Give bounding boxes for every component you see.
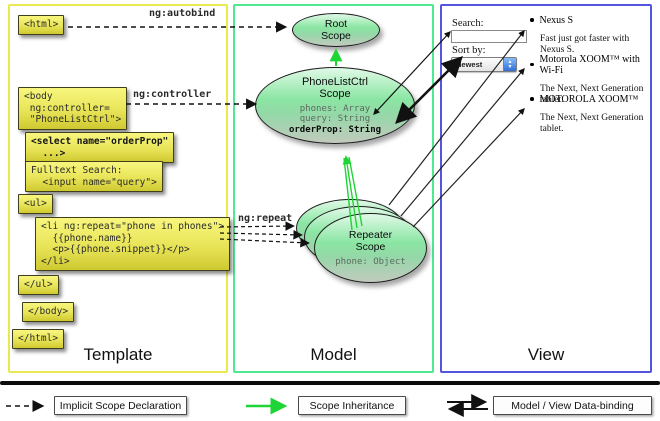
phone-desc: The Next, Next Generation tablet.: [540, 113, 644, 134]
code-html-open: <html>: [18, 15, 65, 35]
code-body-open: <body ng:controller= "PhoneListCtrl">: [18, 87, 128, 130]
root-scope-ellipse: Root Scope: [292, 13, 380, 47]
code-li-repeat: <li ng:repeat="phone in phones"> {{phone…: [35, 217, 231, 271]
ng-repeat-label: ng:repeat: [238, 213, 293, 224]
repeater-scope-title: Repeater Scope: [348, 228, 393, 254]
code-ul-open: <ul>: [18, 194, 53, 214]
phonelistctrl-scope-title: PhoneListCtrl Scope: [301, 75, 369, 101]
root-scope-title: Root Scope: [321, 17, 351, 43]
search-label: Search:: [452, 18, 484, 29]
select-stepper-icon: ▲▼: [503, 58, 516, 71]
code-body-close: </body>: [22, 302, 75, 322]
bullet-icon: [530, 62, 534, 67]
search-input[interactable]: [451, 30, 527, 43]
phone-title: MOTOROLA XOOM™: [539, 94, 639, 105]
repeater-scope-prop: phone: Object: [335, 256, 406, 267]
code-select: <select name="orderProp" ...>: [25, 132, 175, 163]
code-html-close: </html>: [12, 329, 65, 349]
view-column-label: View: [527, 345, 565, 364]
phone-title: Motorola XOOM™ with Wi-Fi: [539, 54, 640, 76]
template-column-label: Template: [83, 345, 153, 364]
phone-list-item: Motorola XOOM™ with Wi-Fi The Next, Next…: [530, 54, 648, 106]
legend-separator-line: [0, 381, 660, 385]
phone-list-item: MOTOROLA XOOM™ The Next, Next Generation…: [530, 94, 648, 135]
phonelistctrl-scope-ellipse: PhoneListCtrl Scope phones: Array query:…: [255, 67, 415, 144]
bullet-icon: [530, 97, 534, 101]
ng-controller-label: ng:controller: [133, 89, 212, 100]
phone-desc: Fast just got faster with Nexus S.: [540, 34, 630, 55]
model-column: Model: [233, 4, 434, 373]
sort-select[interactable]: Newest ▲▼: [451, 57, 517, 72]
bullet-icon: [530, 18, 534, 22]
sort-by-label: Sort by:: [452, 45, 486, 56]
ng-autobind-label: ng:autobind: [149, 8, 216, 19]
repeater-scope-ellipse: Repeater Scope phone: Object: [314, 213, 427, 283]
phonelistctrl-scope-orderprop: orderProp: String: [288, 124, 382, 135]
legend-scope-inheritance: Scope Inheritance: [298, 396, 406, 415]
phonelistctrl-scope-props: phones: Array query: String: [299, 103, 371, 125]
legend-implicit-scope: Implicit Scope Declaration: [54, 396, 187, 415]
phone-list-item: Nexus S Fast just got faster with Nexus …: [530, 15, 648, 56]
code-fulltext-search: Fulltext Search: <input name="query">: [25, 161, 163, 192]
phone-desc: The Next, Next Generation tablet.: [540, 84, 644, 105]
phone-title: Nexus S: [539, 15, 574, 26]
code-ul-close: </ul>: [18, 275, 59, 295]
legend-data-binding: Model / View Data-binding: [493, 396, 652, 415]
model-column-label: Model: [310, 345, 357, 364]
sort-select-value: Newest: [456, 60, 483, 69]
